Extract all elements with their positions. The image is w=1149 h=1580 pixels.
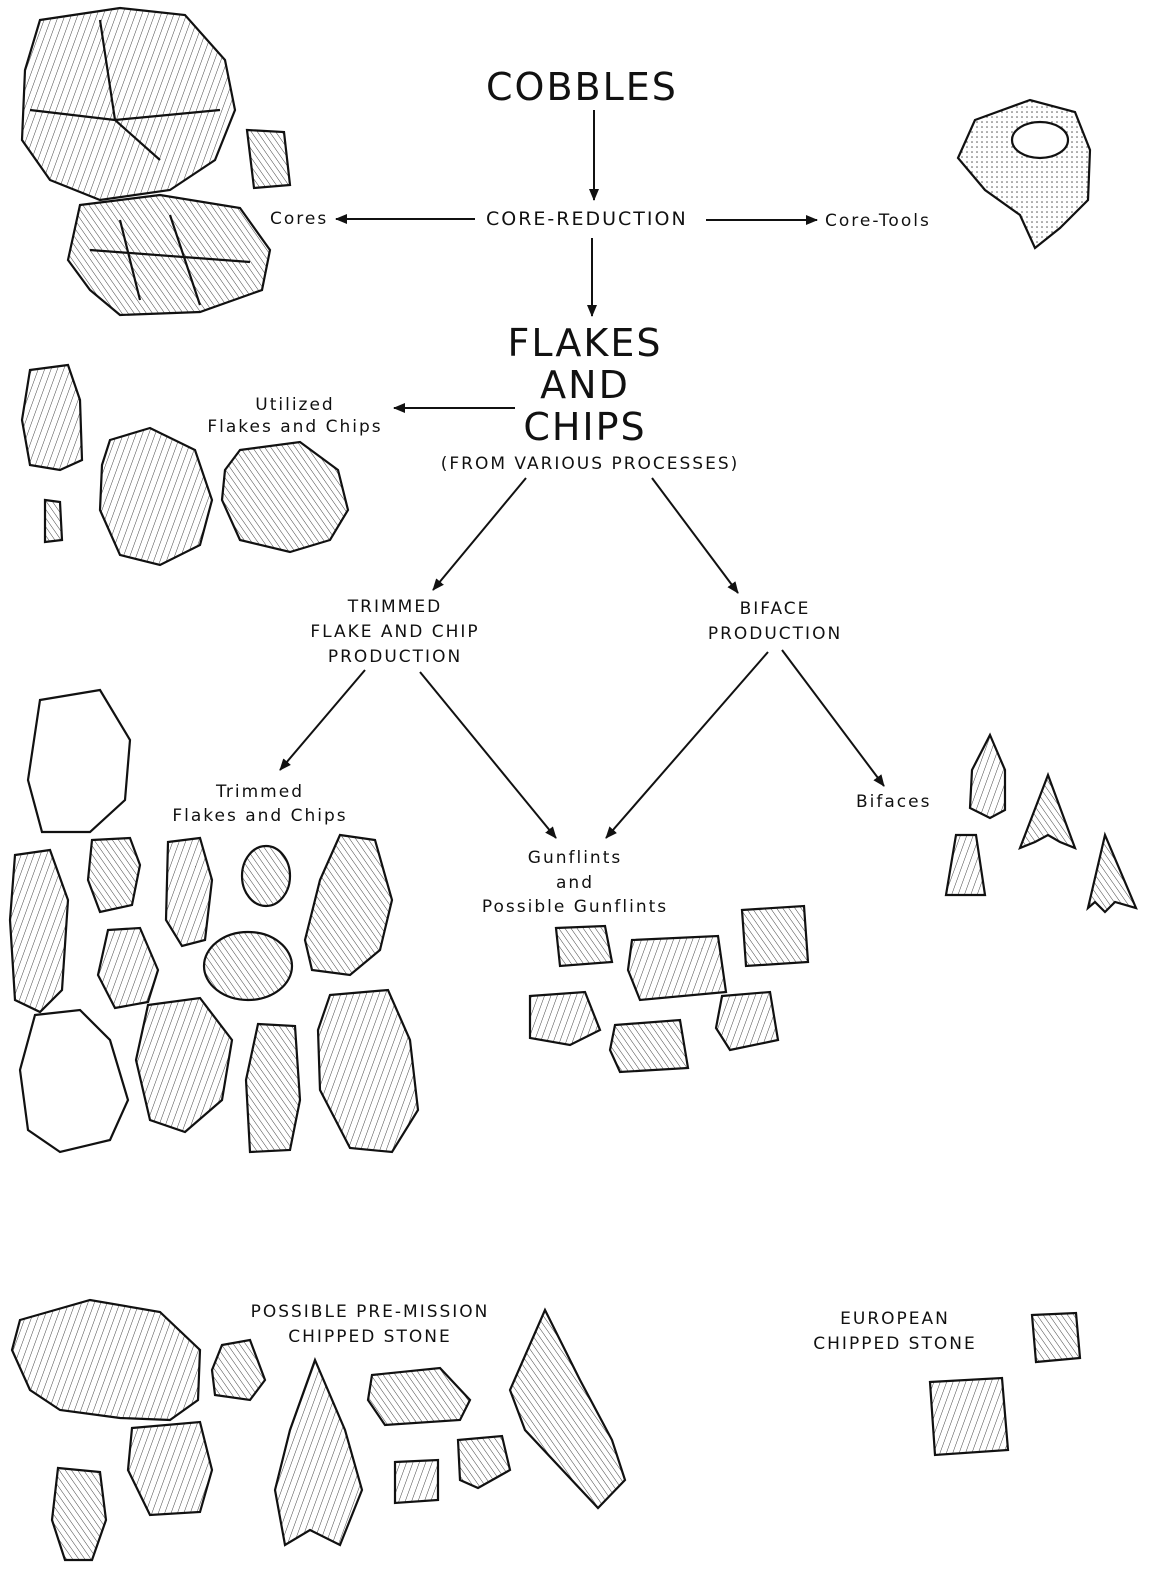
node-cobbles: COBBLES — [486, 66, 678, 108]
node-biface-production-line-2: PRODUCTION — [690, 622, 860, 646]
biface-artifact-4 — [1088, 835, 1136, 912]
node-trimmed-line-1: Trimmed — [150, 780, 370, 804]
premission-artifact-3 — [275, 1360, 362, 1545]
node-european-line-1: EUROPEAN — [785, 1307, 1005, 1331]
gunflint-artifact-1 — [556, 926, 612, 966]
node-trimmed-production-line-2: FLAKE AND CHIP — [270, 620, 520, 644]
gunflint-artifact-4 — [530, 992, 600, 1045]
node-trimmed-production-line-1: TRIMMED — [270, 595, 520, 619]
trimmed-artifact-11 — [246, 1024, 300, 1152]
gunflint-artifact-5 — [610, 1020, 688, 1072]
node-gunflints-line-1: Gunflints — [460, 846, 690, 870]
core-artifact-1 — [22, 8, 235, 200]
core-tool-artifact — [958, 100, 1090, 248]
node-core-reduction: CORE-REDUCTION — [486, 207, 688, 232]
core-tools-illustrations — [958, 100, 1090, 248]
premission-artifact-1 — [12, 1300, 200, 1420]
node-european-line-2: CHIPPED STONE — [785, 1332, 1005, 1356]
node-cores: Cores — [270, 207, 328, 231]
utilized-artifact-4 — [222, 442, 348, 552]
premission-artifact-4 — [368, 1368, 470, 1425]
gunflint-artifact-2 — [628, 936, 726, 1000]
node-biface-production-line-1: BIFACE — [690, 597, 860, 621]
gunflint-artifact-3 — [742, 906, 808, 966]
biface-illustrations — [946, 735, 1136, 912]
trimmed-artifact-3 — [88, 838, 140, 912]
european-artifact-2 — [930, 1378, 1008, 1455]
trimmed-artifact-4 — [166, 838, 212, 946]
cores-illustrations — [22, 8, 290, 315]
premission-artifact-6 — [128, 1422, 212, 1515]
node-flakes-line-2: AND — [500, 364, 670, 406]
trimmed-artifact-8 — [204, 932, 292, 1000]
node-utilized-line-1: Utilized — [190, 393, 400, 417]
biface-artifact-1 — [970, 735, 1005, 818]
node-various-processes: (FROM VARIOUS PROCESSES) — [410, 452, 770, 476]
gunflint-illustrations — [530, 906, 808, 1072]
trimmed-artifact-1 — [28, 690, 130, 832]
trimmed-artifact-2 — [10, 850, 68, 1012]
premission-artifact-7 — [52, 1468, 106, 1560]
node-premission-line-1: POSSIBLE PRE-MISSION — [215, 1300, 525, 1324]
premission-artifact-8 — [395, 1460, 438, 1503]
node-utilized-line-2: Flakes and Chips — [190, 415, 400, 439]
node-flakes-line-1: FLAKES — [500, 322, 670, 364]
trimmed-artifact-10 — [136, 998, 232, 1132]
gunflint-artifact-6 — [716, 992, 778, 1050]
node-flakes-line-3: CHIPS — [500, 406, 670, 448]
biface-artifact-3 — [946, 835, 985, 895]
trimmed-artifact-6 — [305, 835, 392, 975]
biface-artifact-2 — [1020, 775, 1075, 848]
node-gunflints-line-2: and — [460, 871, 690, 895]
node-gunflints-line-3: Possible Gunflints — [460, 895, 690, 919]
trimmed-artifact-5 — [242, 846, 290, 906]
core-artifact-2 — [247, 130, 290, 188]
utilized-artifact-1 — [22, 365, 82, 470]
trimmed-artifact-9 — [20, 1010, 128, 1152]
trimmed-illustrations — [10, 690, 418, 1152]
premission-artifact-5 — [510, 1310, 625, 1508]
utilized-artifact-2 — [45, 500, 62, 542]
node-trimmed-line-2: Flakes and Chips — [150, 804, 370, 828]
node-trimmed-production-line-3: PRODUCTION — [270, 645, 520, 669]
trimmed-artifact-7 — [98, 928, 158, 1008]
premission-artifact-9 — [458, 1436, 510, 1488]
premission-artifact-2 — [212, 1340, 265, 1400]
node-premission-line-2: CHIPPED STONE — [215, 1325, 525, 1349]
node-core-tools: Core-Tools — [825, 209, 931, 233]
node-bifaces: Bifaces — [856, 790, 931, 814]
trimmed-artifact-12 — [318, 990, 418, 1152]
european-artifact-1 — [1032, 1313, 1080, 1362]
utilized-artifact-3 — [100, 428, 212, 565]
